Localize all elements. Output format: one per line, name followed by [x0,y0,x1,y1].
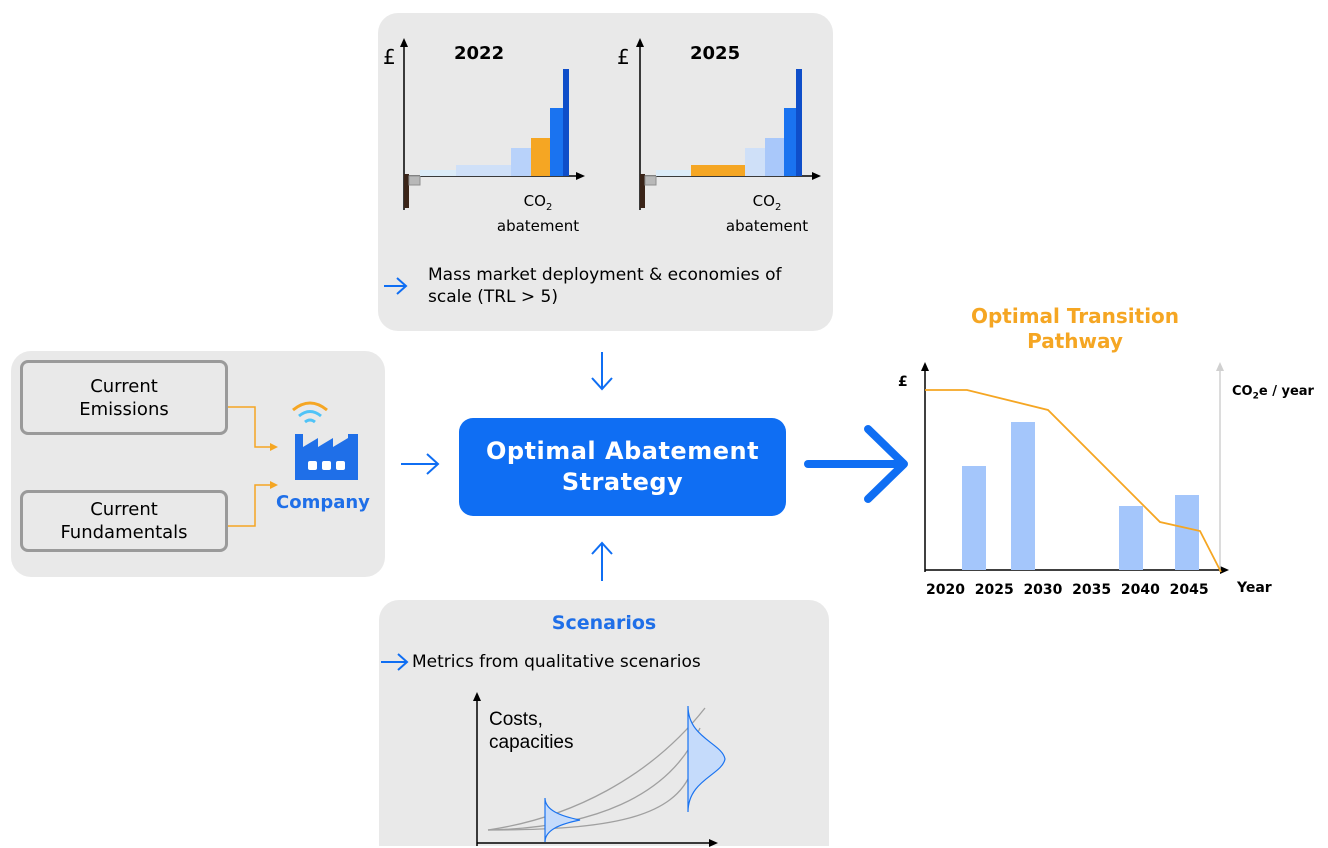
tick-label: 2025 [974,582,1014,598]
chart-2025-currency: £ [617,45,630,69]
arrow-right-icon [401,453,440,475]
chart-2022-year: 2022 [454,43,505,64]
chart-2022-xlabel: CO2 abatement [496,192,580,235]
tick-label: 2040 [1120,582,1160,598]
arrow-right-icon [384,277,408,295]
scenario-fan-chart [473,692,726,847]
transition-pathway-chart [921,362,1229,574]
pathway-xaxis-ticks: 2020 2025 2030 2035 2040 2045 [926,582,1209,598]
chart-2022-currency: £ [383,45,396,69]
current-emissions-box: Current Emissions [20,360,228,435]
tick-label: 2045 [1169,582,1209,598]
input-connectors [228,406,278,527]
chart-2025-year: 2025 [690,43,741,64]
arrow-up-icon [591,541,613,581]
arrow-down-icon [591,352,613,391]
optimal-abatement-strategy: Optimal Abatement Strategy [459,418,786,516]
company-label: Company [276,492,370,513]
factory-icon [292,401,358,480]
current-fundamentals-box: Current Fundamentals [20,490,228,552]
pathway-ylabel-right: CO2e / year [1232,384,1314,402]
cost-curve-2022 [400,38,585,210]
tick-label: 2030 [1023,582,1063,598]
chart-2025-xlabel: CO2 abatement [725,192,809,235]
cost-curve-2025 [636,38,821,210]
tick-label: 2035 [1072,582,1112,598]
scenarios-title: Scenarios [551,612,657,634]
arrow-right-icon [381,653,409,671]
scenarios-panel [379,600,829,846]
pathway-xlabel: Year [1237,580,1272,596]
trl-note: Mass market deployment & economies of sc… [428,265,782,307]
pathway-title: Optimal Transition Pathway [970,304,1180,353]
pathway-ylabel-left: £ [898,374,908,390]
tick-label: 2020 [926,582,965,598]
scenarios-note: Metrics from qualitative scenarios [412,652,701,672]
fan-chart-label: Costs, capacities [489,709,574,753]
big-arrow-right-icon [804,425,908,503]
